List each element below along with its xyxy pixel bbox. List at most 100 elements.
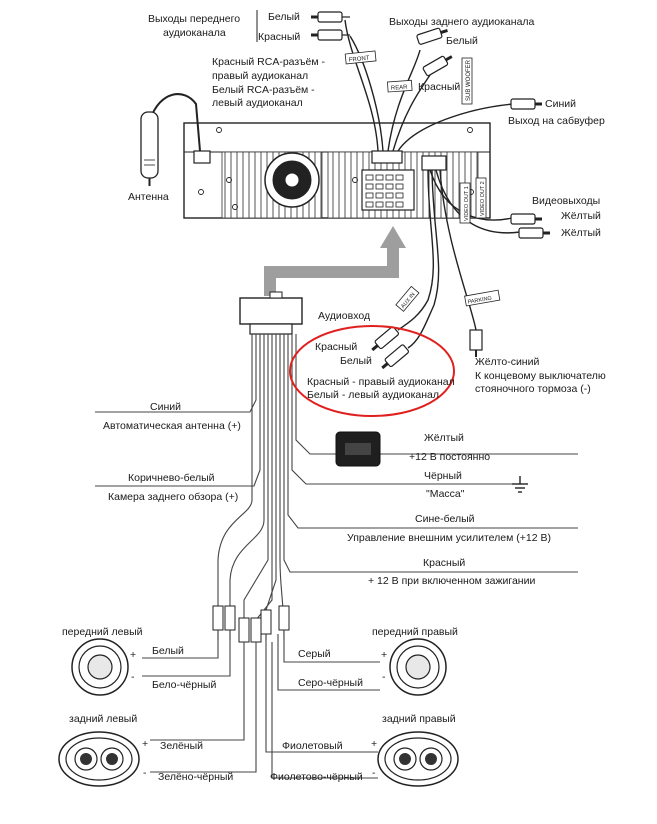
wire-fr-minus <box>277 634 380 691</box>
rear-tag: REAR <box>387 79 413 93</box>
connection-arrow <box>264 226 406 296</box>
rear-left-minus-sign: - <box>143 767 147 779</box>
rca-connector-socket <box>371 150 403 164</box>
front-outputs-title-line2: аудиоканала <box>163 27 226 39</box>
subwoofer-color-label: Синий <box>545 98 576 110</box>
parking-color-label: Жёлто-синий <box>475 356 539 368</box>
speaker-wires <box>142 630 380 779</box>
rear-white-rca-plug <box>416 27 448 45</box>
video-out-2-tag: VIDEO OUT 2 <box>475 177 487 219</box>
fuse-holder <box>335 431 381 467</box>
front-right-plus-label: Серый <box>298 648 331 660</box>
antenna-label: Антенна <box>128 191 169 203</box>
video-out-1-tag-label: VIDEO OUT 1 <box>464 186 470 221</box>
rear-left-plus-label: Зелёный <box>160 740 203 752</box>
rear-right-title: задний правый <box>382 713 456 725</box>
video-out-2-plug <box>518 227 550 239</box>
wire-fl-plus <box>142 630 219 659</box>
rear-left-plus-sign: + <box>142 738 148 750</box>
wire-violet-2 <box>279 334 285 641</box>
wire-yellow-desc-label: +12 В постоянно <box>409 451 490 463</box>
video-rca-plugs <box>510 213 550 239</box>
aux-input-title: Аудиовход <box>318 310 370 322</box>
video-outputs-title: Видеовыходы <box>532 195 600 207</box>
subwoofer-rca-plug <box>510 98 542 110</box>
video-out-2-tag-label: VIDEO OUT 2 <box>480 181 486 216</box>
wire-brown-white <box>95 334 261 487</box>
front-right-minus-label: Серо-чёрный <box>298 677 363 689</box>
aux-highlight-ellipse <box>289 325 455 417</box>
aux-in-tag: AUX IN <box>395 285 420 312</box>
wire-blue-color-label: Синий <box>150 401 181 413</box>
wire-blue-desc-label: Автоматическая антенна (+) <box>103 420 241 432</box>
antenna-plug <box>140 93 201 186</box>
subwoofer-output-label: Выход на сабвуфер <box>508 115 605 127</box>
cooling-fan-hub <box>284 172 300 188</box>
rca-note-line2: правый аудиоканал <box>212 70 308 82</box>
speaker-front-left <box>71 638 129 696</box>
wire-white-2 <box>229 334 265 640</box>
wire-brown-white-color-label: Коричнево-белый <box>128 472 215 484</box>
front-white-label: Белый <box>268 11 300 23</box>
wire-black-color-label: Чёрный <box>424 470 462 482</box>
wire-white-1 <box>217 334 253 640</box>
wire-red-color-label: Красный <box>423 557 465 569</box>
rear-right-minus-label: Фиолетово-чёрный <box>270 771 363 783</box>
wire-red <box>283 334 578 573</box>
front-right-minus-sign: - <box>382 671 386 683</box>
front-white-rca-plug <box>311 11 350 23</box>
parking-tag: PARKING <box>464 289 501 307</box>
parking-desc-line2: стояночного тормоза (-) <box>475 383 591 395</box>
wire-blue <box>95 334 257 413</box>
rear-right-plus-sign: + <box>371 738 377 750</box>
front-right-title: передний правый <box>372 626 458 638</box>
antenna-cable <box>149 93 201 152</box>
rca-note-line1: Красный RCA-разъём - <box>212 56 326 68</box>
wire-yellow-color-label: Жёлтый <box>424 432 464 444</box>
subwoofer-tag: SUB WOOFER <box>461 57 473 105</box>
video-out-1-plug <box>510 213 542 225</box>
wire-black-desc-label: "Масса" <box>426 488 465 500</box>
wire-rl-minus <box>150 642 257 773</box>
wire-rr-plus <box>265 634 378 753</box>
front-right-plus-sign: + <box>381 649 387 661</box>
front-left-minus-sign: - <box>131 671 135 683</box>
antenna-plug-body <box>140 111 159 179</box>
aux-white-rca-plug <box>381 344 409 370</box>
front-red-rca-plug <box>311 29 350 41</box>
aux-white-label: Белый <box>340 355 372 367</box>
iso-harness-connector <box>239 291 303 335</box>
wire-fl-minus <box>142 630 231 677</box>
rear-outputs-title: Выходы заднего аудиоканала <box>389 16 535 28</box>
aux-rca-plugs <box>371 326 409 370</box>
rca-note-line3: Белый RCA-разъём - <box>212 84 315 96</box>
aux-note-line1: Красный - правый аудиоканал <box>307 376 455 388</box>
rear-red-rca-plug <box>422 55 453 77</box>
wire-rl-plus <box>150 642 245 741</box>
video-connector-socket <box>421 155 447 171</box>
speaker-rear-left <box>58 731 140 787</box>
aux-parking-cables <box>397 169 477 349</box>
video-out-1-tag: VIDEO OUT 1 <box>459 182 471 224</box>
rear-right-plus-label: Фиолетовый <box>282 740 343 752</box>
parking-desc-line1: К концевому выключателю <box>475 370 606 382</box>
rear-tag-label: REAR <box>391 85 409 92</box>
rear-white-label: Белый <box>446 35 478 47</box>
wire-fr-plus <box>283 630 380 663</box>
rear-right-minus-sign: - <box>372 767 376 779</box>
front-tag: FRONT <box>344 50 377 65</box>
rca-note-line4: левый аудиоканал <box>212 97 303 109</box>
aux-red-label: Красный <box>315 341 357 353</box>
subwoofer-tag-label: SUB WOOFER <box>466 59 472 101</box>
parking-tag-label: PARKING <box>467 295 492 305</box>
speaker-front-right <box>389 638 447 696</box>
wire-brown-white-desc-label: Камера заднего обзора (+) <box>108 491 238 503</box>
iso-socket-pins <box>365 174 404 208</box>
rear-left-minus-label: Зелёно-чёрный <box>158 771 233 783</box>
ground-icon <box>512 476 528 493</box>
front-left-minus-label: Бело-чёрный <box>152 679 216 691</box>
aux-note-line2: Белый - левый аудиоканал <box>307 389 439 401</box>
wire-black <box>291 334 520 485</box>
